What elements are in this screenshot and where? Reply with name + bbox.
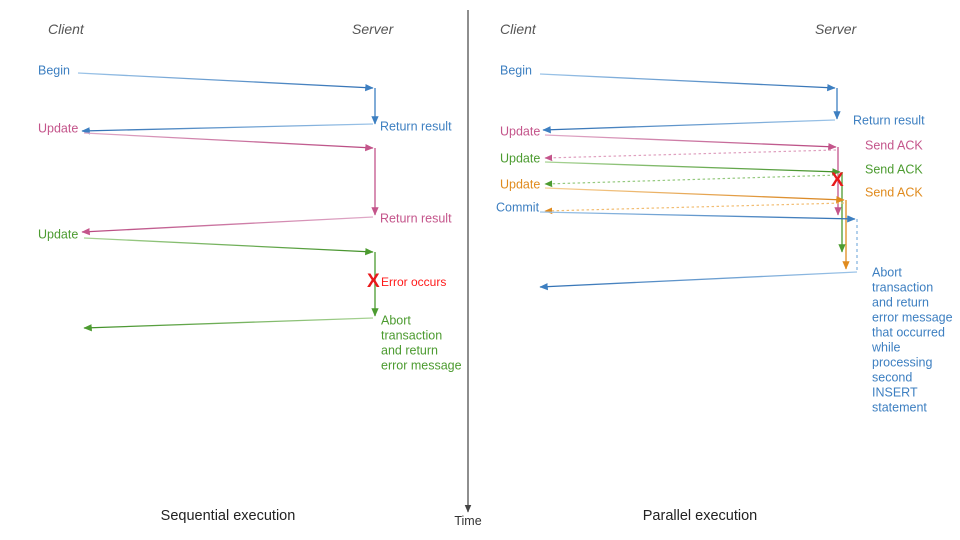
- time-axis: Time: [454, 10, 482, 528]
- right-arrow-update-2: [544, 161, 841, 176]
- right-actor-server: Server: [815, 21, 858, 37]
- error-x-icon: X: [367, 271, 380, 292]
- left-abort-line-2: and return: [381, 343, 438, 357]
- right-error-x-icon: X: [831, 170, 844, 191]
- right-arrow-ack-green: [544, 174, 841, 188]
- right-arrow-ack-orange: [544, 202, 845, 215]
- right-message-label-return-result: Return result: [853, 113, 925, 127]
- right-abort-line-6: processing: [872, 355, 932, 369]
- right-panel: Client Server Begin Return result Update…: [496, 21, 953, 524]
- right-panel-caption: Parallel execution: [643, 508, 757, 524]
- right-arrow-commit: [539, 211, 856, 223]
- left-abort-line-1: transaction: [381, 328, 442, 342]
- right-actor-client: Client: [500, 21, 537, 37]
- left-message-label-return-result-1: Return result: [380, 119, 452, 133]
- left-arrow-update-2: [83, 237, 374, 256]
- left-arrow-return-result-2: [81, 216, 374, 236]
- right-arrow-return-result: [542, 119, 836, 134]
- right-abort-line-4: that occurred: [872, 325, 945, 339]
- right-arrow-abort: [539, 271, 858, 291]
- right-abort-line-3: error message: [872, 310, 953, 324]
- left-actor-server: Server: [352, 21, 395, 37]
- right-message-label-send-ack-3: Send ACK: [865, 185, 923, 199]
- right-abort-line-2: and return: [872, 295, 929, 309]
- left-arrow-begin: [77, 72, 374, 92]
- right-abort-line-1: transaction: [872, 280, 933, 294]
- left-arrow-return-result-1: [81, 123, 374, 135]
- left-abort-note: Abort transaction and return error messa…: [381, 313, 462, 372]
- right-abort-line-8: INSERT: [872, 385, 918, 399]
- time-axis-label: Time: [454, 514, 481, 528]
- right-arrow-update-1: [544, 134, 837, 151]
- left-panel-caption: Sequential execution: [161, 508, 296, 524]
- left-message-label-update-1: Update: [38, 121, 78, 135]
- right-abort-line-7: second: [872, 370, 912, 384]
- right-abort-line-9: statement: [872, 400, 927, 414]
- left-message-label-begin: Begin: [38, 63, 70, 77]
- left-abort-line-3: error message: [381, 358, 462, 372]
- right-arrow-begin: [539, 73, 836, 92]
- right-message-label-commit: Commit: [496, 200, 540, 214]
- right-abort-line-5: while: [871, 340, 901, 354]
- right-message-label-begin: Begin: [500, 63, 532, 77]
- left-error-label: Error occurs: [381, 275, 446, 289]
- left-arrow-abort: [83, 317, 374, 332]
- right-arrow-update-3: [544, 187, 845, 204]
- left-error-marker: X Error occurs: [367, 271, 446, 292]
- left-message-label-update-2: Update: [38, 227, 78, 241]
- left-arrow-update-1: [83, 132, 374, 152]
- right-message-label-send-ack-2: Send ACK: [865, 162, 923, 176]
- right-message-label-update-3: Update: [500, 177, 540, 191]
- right-message-label-send-ack-1: Send ACK: [865, 138, 923, 152]
- left-panel: Client Server Begin Return result Update…: [38, 21, 462, 524]
- right-abort-line-0: Abort: [872, 265, 902, 279]
- right-arrow-ack-pink: [544, 149, 837, 162]
- right-message-label-update-1: Update: [500, 124, 540, 138]
- right-message-label-update-2: Update: [500, 151, 540, 165]
- left-abort-line-0: Abort: [381, 313, 411, 327]
- right-abort-note: Abort transaction and return error messa…: [871, 265, 953, 414]
- left-actor-client: Client: [48, 21, 85, 37]
- left-message-label-return-result-2: Return result: [380, 211, 452, 225]
